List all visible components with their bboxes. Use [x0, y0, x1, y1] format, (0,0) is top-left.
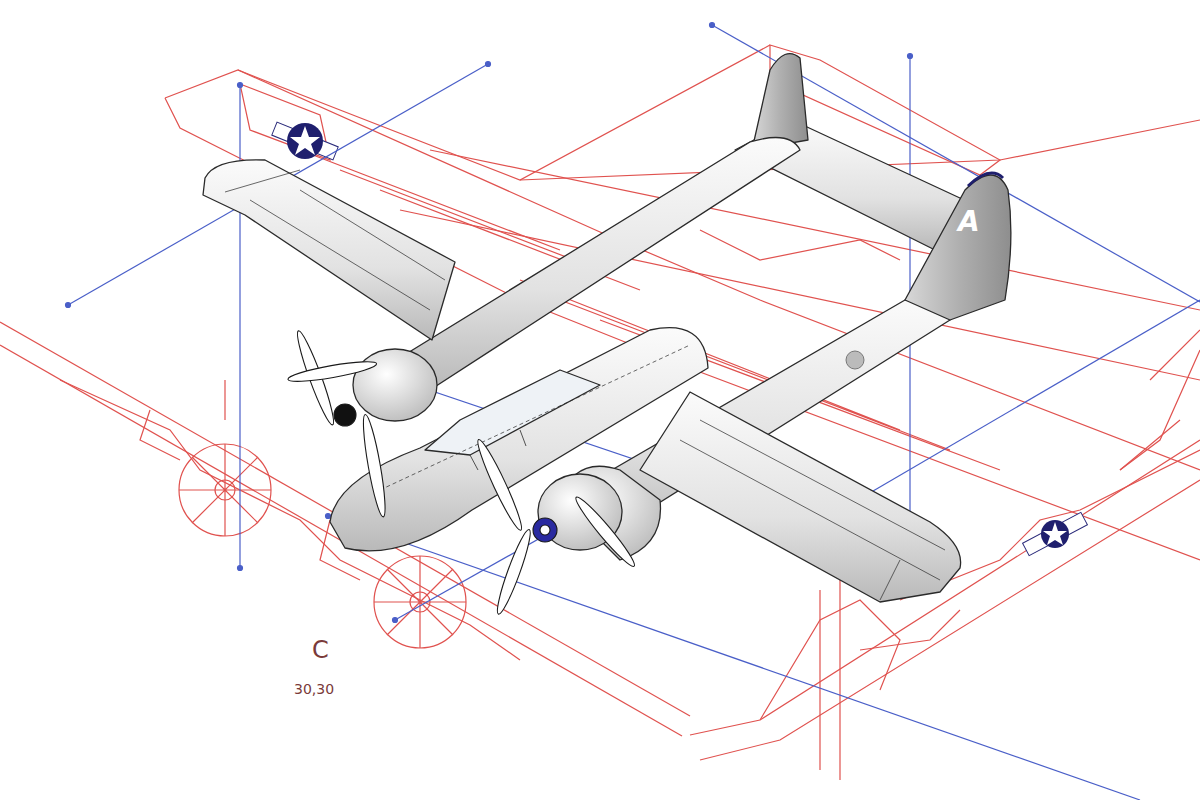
- blueprint-line: [240, 84, 330, 160]
- canopy-frame: [470, 430, 526, 470]
- blueprint-line: [238, 45, 770, 180]
- panel-line: [680, 420, 945, 600]
- tail-fin: [752, 54, 808, 150]
- propeller: [287, 329, 639, 616]
- aircraft: [203, 54, 1011, 602]
- panel-line: [225, 170, 445, 310]
- roundel: [846, 351, 864, 369]
- construction-lines: [66, 23, 1200, 800]
- blueprint-line: [1120, 350, 1200, 470]
- blueprint-line: [1120, 330, 1200, 470]
- construction-line: [328, 516, 1140, 800]
- blueprint-propeller: [179, 444, 271, 536]
- construction-line: [239, 85, 240, 568]
- blueprint-propeller: [179, 444, 271, 536]
- roundel: [272, 122, 338, 160]
- note-numbers: 30,30: [294, 682, 334, 696]
- wing: [640, 392, 961, 602]
- blueprint-line: [760, 600, 900, 720]
- blueprint-line: [820, 580, 840, 780]
- blueprint-line: [140, 410, 360, 580]
- canopy: [425, 370, 600, 455]
- wing: [203, 160, 455, 340]
- note-letter: C: [312, 638, 329, 662]
- engine-nacelle: [353, 349, 437, 421]
- tail-letter: A: [958, 208, 980, 236]
- blueprint-propeller: [374, 556, 466, 648]
- blueprint-propeller: [374, 556, 466, 648]
- roundel: [1023, 512, 1088, 555]
- blueprint-line: [860, 610, 960, 650]
- tail-fin: [905, 175, 1011, 320]
- blueprint-line: [700, 230, 900, 260]
- fin-stripe: [968, 173, 1003, 186]
